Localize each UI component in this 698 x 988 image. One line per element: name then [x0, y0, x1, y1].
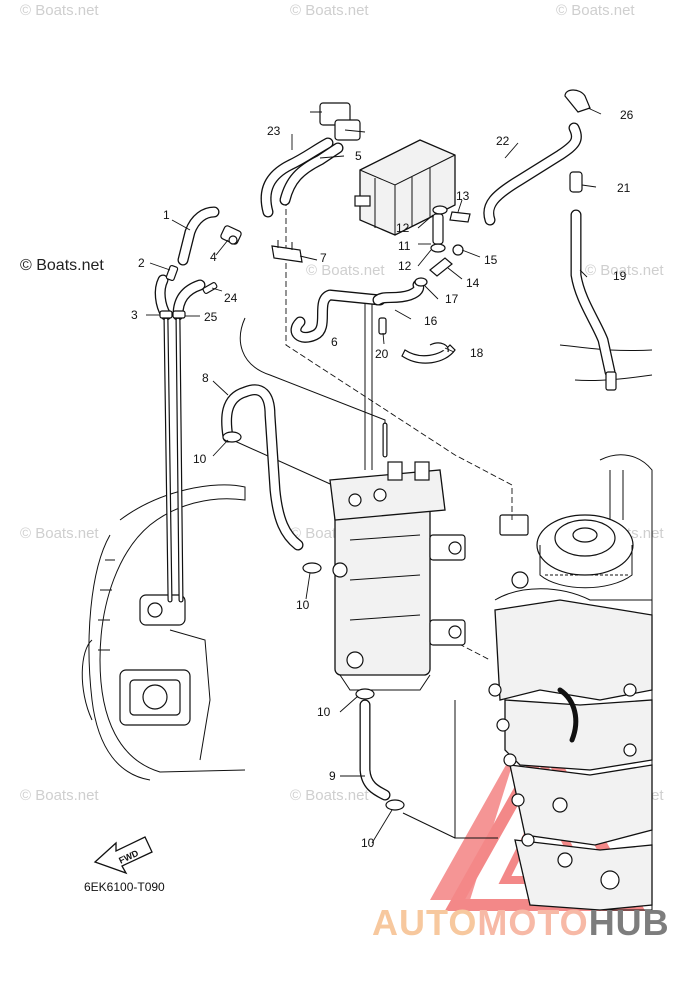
callout-15: 15: [484, 253, 498, 267]
engine-block-left: [81, 484, 246, 781]
watermark-boats-net: © Boats.net: [20, 2, 99, 19]
callout-22: 22: [496, 134, 510, 148]
small-parts: [159, 89, 617, 811]
watermark-boats-net: © Boats.net: [290, 2, 369, 19]
callout-7: 7: [320, 251, 327, 265]
callout-13: 13: [456, 189, 470, 203]
callout-6: 6: [331, 335, 338, 349]
brand-moto: MOTO: [477, 902, 589, 943]
callout-18: 18: [470, 346, 484, 360]
watermark-boats-net: © Boats.net: [306, 262, 385, 279]
callout-10: 10: [317, 705, 331, 719]
callout-1: 1: [163, 208, 170, 222]
callout-10: 10: [361, 836, 375, 850]
leader-lines: [146, 107, 602, 844]
diagram-code: 6EK6100-T090: [84, 880, 165, 894]
callout-25: 25: [204, 310, 218, 324]
watermark-boats-net: © Boats.net: [556, 2, 635, 19]
callout-12: 12: [398, 259, 412, 273]
callout-11: 11: [398, 239, 411, 253]
brand-hub: HUB: [588, 902, 670, 943]
callout-10: 10: [296, 598, 310, 612]
callout-19: 19: [613, 269, 627, 283]
callout-8: 8: [202, 371, 209, 385]
engine-block-right: [488, 454, 653, 911]
callout-14: 14: [466, 276, 480, 290]
callout-26: 26: [620, 108, 634, 122]
callout-24: 24: [224, 291, 238, 305]
callout-9: 9: [329, 769, 336, 783]
callout-23: 23: [267, 124, 281, 138]
fwd-arrow-icon: FWD: [93, 836, 153, 875]
callout-3: 3: [131, 308, 138, 322]
callout-2: 2: [138, 256, 145, 270]
callout-12: 12: [396, 221, 410, 235]
watermark-boats-net: © Boats.net: [585, 262, 664, 279]
hoses: [154, 122, 616, 801]
callout-4: 4: [210, 250, 217, 264]
automotohub-wordmark: AUTOMOTOHUB: [372, 902, 670, 944]
callout-20: 20: [375, 347, 389, 361]
callout-16: 16: [424, 314, 438, 328]
watermark-boats-net: © Boats.net: [290, 787, 369, 804]
solenoid-valve: [310, 102, 366, 141]
callout-17: 17: [445, 292, 459, 306]
callouts: 1 2 3 4 5 6 7 8 9 10 10 10 10 11 12 12 1…: [131, 108, 634, 850]
vapor-separator: [329, 461, 466, 691]
callout-5: 5: [355, 149, 362, 163]
charcoal-canister: [354, 139, 456, 236]
brand-auto: AUTO: [372, 902, 478, 943]
watermark-boats-net: © Boats.net: [20, 525, 99, 542]
boats-net-watermark: © Boats.net: [20, 257, 104, 274]
pipes: [163, 317, 388, 603]
watermark-boats-net: © Boats.net: [20, 787, 99, 804]
callout-21: 21: [617, 181, 631, 195]
callout-10: 10: [193, 452, 207, 466]
